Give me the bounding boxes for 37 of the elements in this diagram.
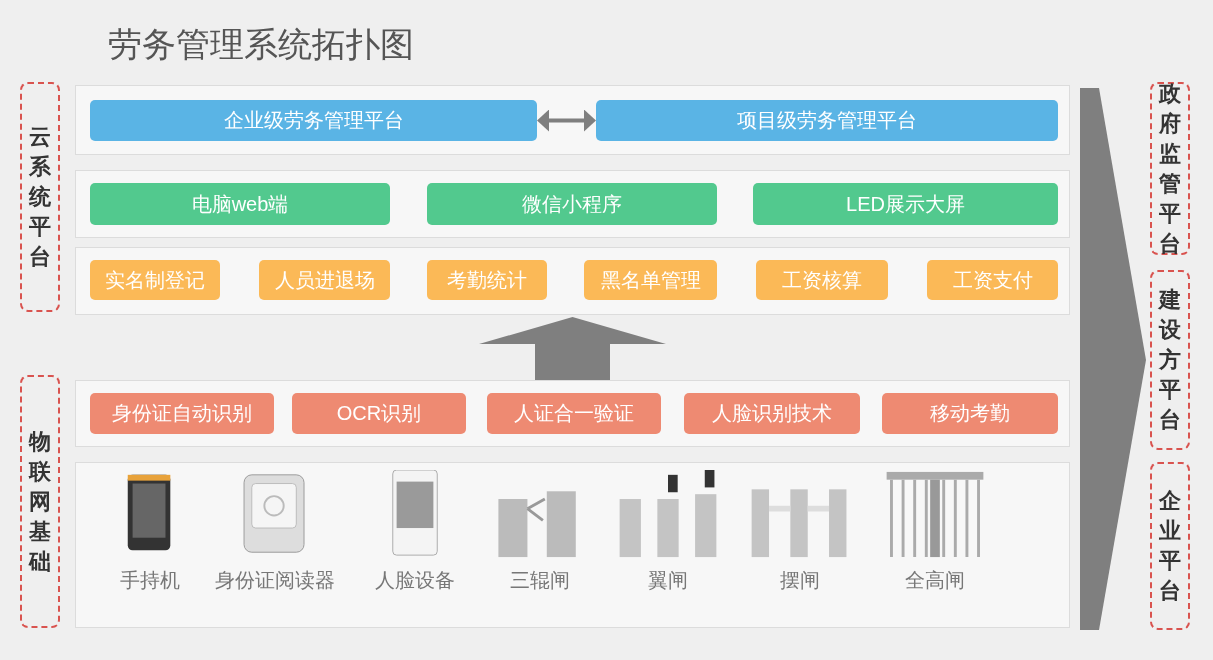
side-label: 企业平台 — [1158, 487, 1182, 605]
layer-panel — [75, 85, 1070, 155]
layer-panel — [75, 462, 1070, 628]
device-label: 三辊闸 — [510, 568, 570, 593]
arrow — [537, 109, 596, 132]
module-box: 人证合一验证 — [487, 393, 661, 434]
side-label: 建设方平台 — [1158, 286, 1182, 434]
side-label: 云系统平台 — [28, 123, 52, 271]
module-box: 电脑web端 — [90, 183, 390, 225]
layer-panel — [75, 170, 1070, 238]
side-label: 政府监管平台 — [1158, 79, 1182, 258]
device-label: 全高闸 — [905, 568, 965, 593]
module-box: 工资支付 — [927, 260, 1058, 300]
module-box: 人员进退场 — [259, 260, 390, 300]
module-box: 企业级劳务管理平台 — [90, 100, 537, 141]
module-box: 身份证自动识别 — [90, 393, 274, 434]
module-box: 移动考勤 — [882, 393, 1058, 434]
device-label: 身份证阅读器 — [215, 568, 335, 593]
module-box: 项目级劳务管理平台 — [596, 100, 1058, 141]
arrow — [479, 317, 666, 380]
layer-panel — [75, 380, 1070, 447]
device-label: 手持机 — [120, 568, 180, 593]
module-box: 微信小程序 — [427, 183, 717, 225]
module-box: 考勤统计 — [427, 260, 547, 300]
device-label: 翼闸 — [648, 568, 688, 593]
module-box: OCR识别 — [292, 393, 466, 434]
module-box: LED展示大屏 — [753, 183, 1058, 225]
arrow — [1080, 88, 1146, 630]
device-label: 摆闸 — [780, 568, 820, 593]
layer-panel — [75, 247, 1070, 315]
module-box: 人脸识别技术 — [684, 393, 860, 434]
page-title: 劳务管理系统拓扑图 — [108, 24, 414, 65]
side-label: 物联网基础 — [28, 427, 52, 576]
module-box: 工资核算 — [756, 260, 888, 300]
module-box: 黑名单管理 — [584, 260, 717, 300]
module-box: 实名制登记 — [90, 260, 220, 300]
device-label: 人脸设备 — [375, 568, 455, 593]
